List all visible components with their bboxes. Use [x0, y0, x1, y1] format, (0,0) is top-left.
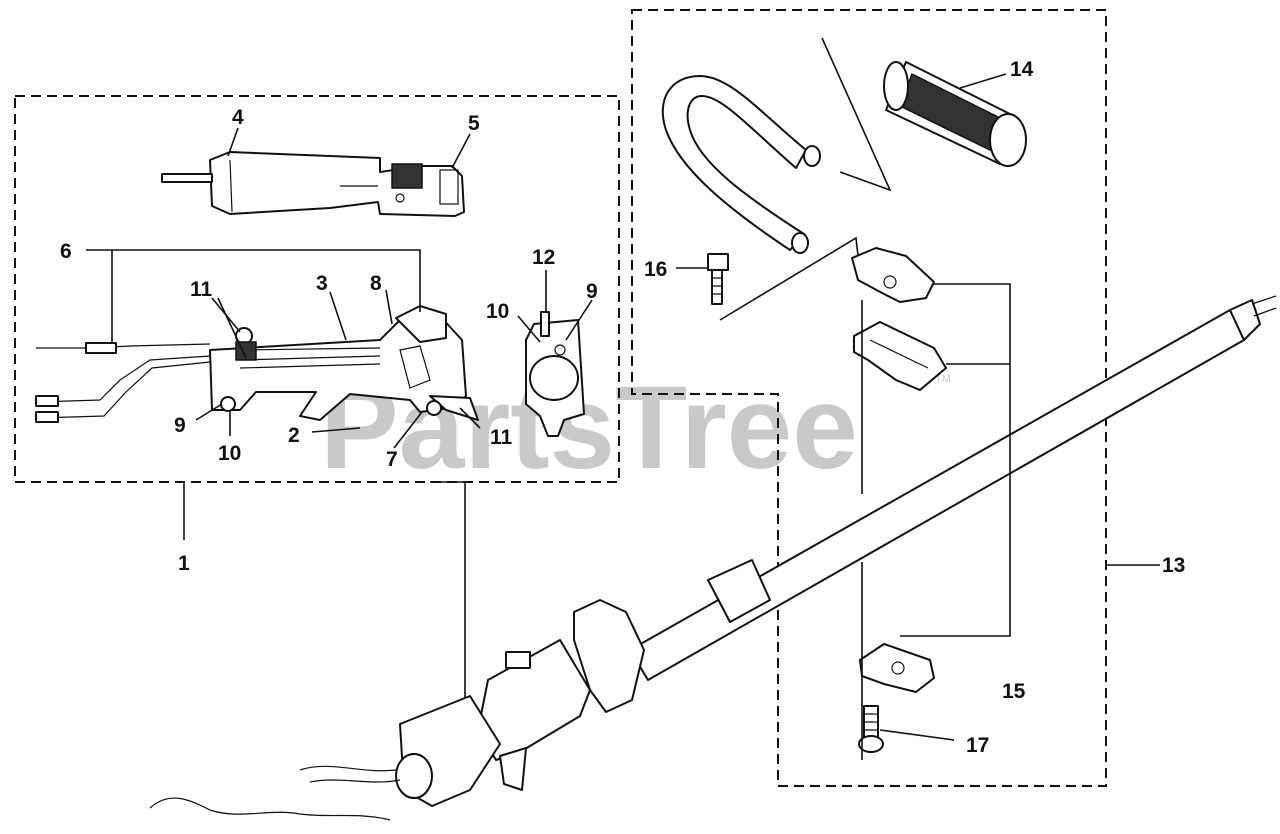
callout-9-left: 9 [174, 414, 186, 437]
callout-11-right: 11 [490, 426, 513, 449]
callout-2: 2 [288, 424, 300, 447]
callout-10-right: 10 [486, 300, 509, 323]
callout-8: 8 [370, 272, 382, 295]
callout-11-left: 11 [190, 278, 213, 301]
watermark-trademark: TM [935, 373, 951, 385]
leader-4 [227, 127, 239, 157]
leader-8 [385, 289, 393, 325]
leader-6 [86, 249, 421, 344]
callout-17: 17 [966, 734, 989, 757]
callout-13: 13 [1162, 554, 1185, 577]
leader-10-right [517, 315, 541, 343]
loop-handle [661, 75, 821, 254]
leader-2 [311, 427, 361, 433]
grip-part-14 [883, 61, 1027, 167]
assembly-guide-line-bolt [719, 236, 859, 321]
leader-11-right [459, 407, 481, 429]
callout-15: 15 [1002, 680, 1026, 703]
assembly-guide-line-grip [821, 37, 892, 192]
throttle-clamp-part-12 [525, 311, 585, 437]
callout-14: 14 [1010, 58, 1034, 81]
leader-3 [329, 291, 347, 341]
callout-10-left: 10 [218, 442, 241, 465]
leader-14 [959, 73, 1007, 89]
screw-part-16 [707, 253, 729, 305]
drive-shaft-tube [629, 295, 1277, 681]
handle-cover-part-4-5 [161, 151, 465, 217]
callout-4: 4 [232, 106, 244, 129]
bolt-part-17 [858, 705, 884, 753]
leader-11-left [211, 297, 247, 359]
leader-5 [451, 133, 471, 169]
handle-assembly [209, 305, 479, 421]
leader-17 [879, 729, 955, 741]
callout-9-right: 9 [586, 280, 598, 303]
clamp-middle-part-15 [853, 321, 947, 391]
leader-9-right [565, 299, 593, 341]
clamp-lower-part-15 [859, 643, 935, 693]
leader-box-to-shaft [430, 481, 466, 700]
callout-5: 5 [468, 112, 480, 135]
callout-16: 16 [644, 258, 667, 281]
group-box-loop-handle-assembly [631, 9, 1107, 787]
clamp-upper-part-15 [851, 247, 935, 303]
callout-7: 7 [386, 448, 398, 471]
callout-1: 1 [178, 552, 190, 575]
leader-9-left [195, 403, 223, 421]
engine-housing [149, 599, 645, 821]
callout-6: 6 [60, 240, 72, 263]
wire-harness [35, 342, 211, 423]
leader-15 [900, 283, 1011, 637]
leader-7 [393, 411, 423, 449]
callout-3: 3 [316, 272, 328, 295]
callout-12: 12 [532, 246, 555, 269]
